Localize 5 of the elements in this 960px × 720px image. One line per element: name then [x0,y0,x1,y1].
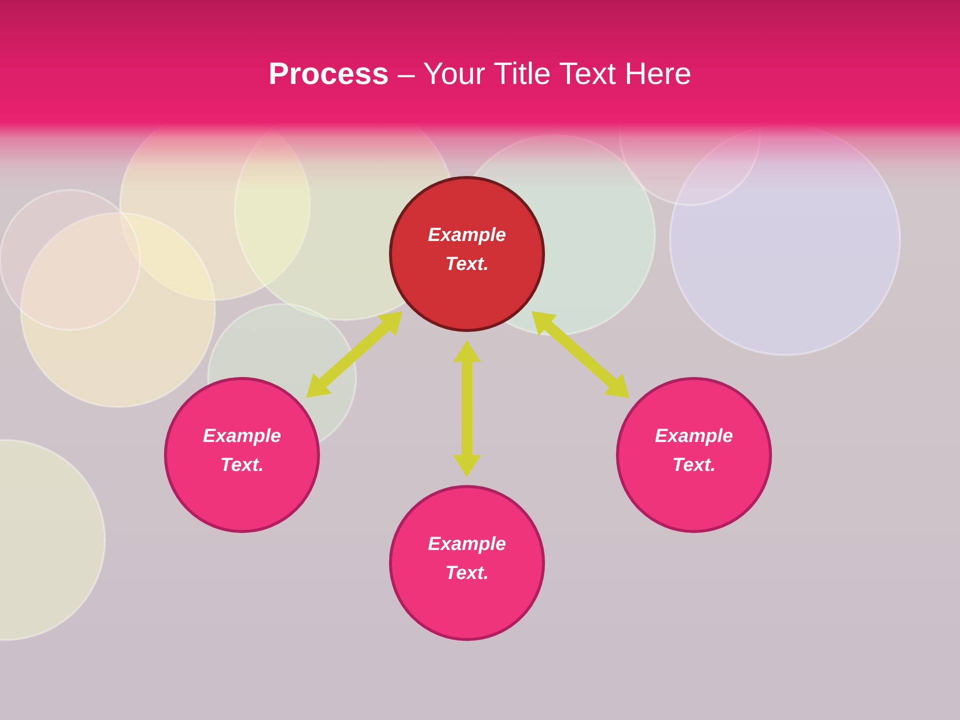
title: Process – Your Title Text Here [268,55,692,93]
node-text: Example Text. [654,425,734,478]
node-text: Example Text. [426,533,508,586]
node-text: Example Text. [202,425,282,478]
node-text: Example Text. [426,224,508,277]
